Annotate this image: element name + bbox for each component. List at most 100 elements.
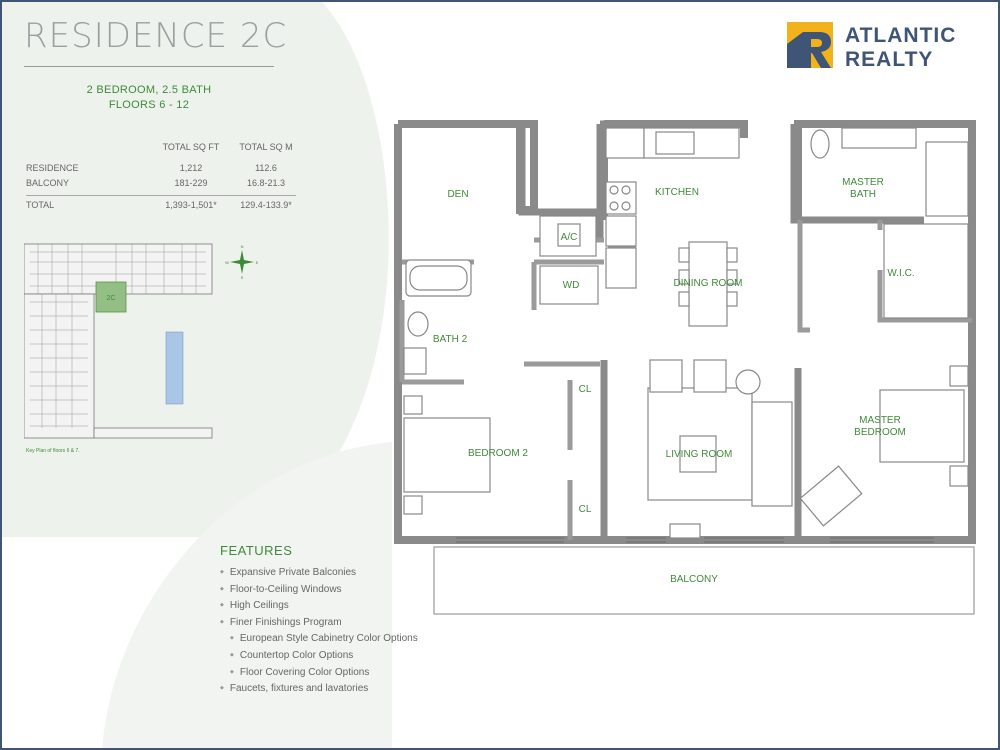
feature-item: Expansive Private Balconies (220, 564, 418, 581)
burner (621, 201, 631, 211)
compass-icon: N E S W (225, 244, 259, 280)
room-balcony: BALCONY (670, 574, 718, 585)
burner (609, 185, 619, 195)
balcony-outline (433, 546, 975, 615)
armchair (649, 359, 683, 393)
atlantic-realty-logo-icon (787, 22, 833, 68)
dining-chair (726, 291, 738, 307)
room-wd: WD (563, 280, 580, 291)
dining-chair (726, 247, 738, 263)
washer-dryer (539, 265, 599, 305)
sofa (751, 401, 793, 507)
header-total-sq-m: TOTAL SQ M (239, 142, 293, 152)
row-sqm: 112.6 (255, 163, 277, 173)
room-closet-top: CL (579, 384, 592, 395)
room-closet-bottom: CL (579, 504, 592, 515)
row-sqft: 1,212 (179, 163, 203, 173)
brand-name-line2: REALTY (845, 48, 934, 71)
row-label: RESIDENCE (26, 163, 79, 173)
feature-item: Faucets, fixtures and lavatories (220, 680, 418, 697)
nightstand (949, 365, 969, 387)
pool (165, 331, 184, 405)
dining-table (688, 241, 728, 327)
ac-unit (557, 223, 581, 247)
key-plan-caption: Key Plan of floors 6 & 7. (26, 448, 80, 454)
room-dining: DINING ROOM (674, 278, 743, 289)
features-list: Expansive Private Balconies Floor-to-Cei… (220, 564, 418, 697)
feature-sub-item: Countertop Color Options (220, 647, 418, 664)
row-sqft: 181-229 (174, 178, 208, 188)
features-title: FEATURES (220, 543, 293, 558)
burner (621, 185, 631, 195)
bed-bedroom2 (403, 417, 491, 493)
highlighted-unit (95, 281, 127, 313)
table-row-total: TOTAL 1,393-1,501* 129.4-133.9* (26, 200, 296, 215)
nightstand (949, 465, 969, 487)
burner (609, 201, 619, 211)
den-walls (398, 120, 604, 216)
feature-sub-item: Floor Covering Color Options (220, 664, 418, 681)
room-bath2: BATH 2 (433, 334, 468, 345)
floors-range: FLOORS 6 - 12 (108, 99, 190, 111)
dining-chair (726, 269, 738, 285)
bathtub-basin (409, 265, 468, 291)
key-plan-south-edge (93, 427, 213, 439)
counter-side (605, 215, 637, 247)
vanity-bath2 (403, 347, 427, 375)
row-sqm: 16.8-21.3 (246, 178, 286, 188)
armchair (693, 359, 727, 393)
compass-w: W (225, 260, 229, 265)
square-footage-table: TOTAL SQ FT TOTAL SQ M RESIDENCE 1,212 1… (26, 142, 296, 215)
dining-chair (678, 247, 690, 263)
row-label: TOTAL (26, 200, 55, 210)
key-plan-west-wing (24, 293, 95, 439)
column (669, 523, 701, 539)
brand-name-line1: ATLANTIC (845, 24, 957, 47)
compass-e: E (256, 260, 259, 265)
nightstand (403, 395, 423, 415)
toilet-master (810, 129, 830, 159)
room-bedroom2: BEDROOM 2 (468, 448, 528, 459)
cooktop (605, 181, 637, 215)
row-sqm: 129.4-133.9* (240, 200, 292, 210)
master-shower-icon (925, 141, 969, 217)
residence-title: RESIDENCE 2C (24, 16, 288, 56)
key-plan-map: 2C N E S W (24, 243, 259, 439)
coffee-table (679, 435, 717, 473)
side-table (735, 369, 761, 395)
row-label: BALCONY (26, 178, 70, 188)
table-row-residence: RESIDENCE 1,212 112.6 (26, 163, 296, 178)
lounge-chair (799, 465, 863, 527)
title-divider (24, 66, 274, 67)
room-den: DEN (447, 189, 468, 200)
table-row-balcony: BALCONY 181-229 16.8-21.3 (26, 178, 296, 193)
room-wic: W.I.C. (887, 268, 914, 279)
bed-master (879, 389, 965, 463)
highlighted-unit-label: 2C (107, 295, 116, 302)
toilet-bath2 (407, 311, 429, 337)
compass-s: S (241, 275, 244, 280)
room-living: LIVING ROOM (666, 449, 733, 460)
nightstand (403, 495, 423, 515)
feature-item: Floor-to-Ceiling Windows (220, 581, 418, 598)
compass-n: N (241, 244, 244, 249)
table-divider (26, 195, 296, 196)
feature-item: Finer Finishings Program (220, 614, 418, 631)
feature-sub-item: European Style Cabinetry Color Options (220, 630, 418, 647)
header-total-sq-ft: TOTAL SQ FT (162, 142, 220, 152)
refrigerator (605, 247, 637, 289)
table-header-row: TOTAL SQ FT TOTAL SQ M (26, 142, 296, 157)
room-ac: A/C (561, 232, 578, 243)
row-sqft: 1,393-1,501* (165, 200, 217, 210)
room-kitchen: KITCHEN (655, 187, 699, 198)
walk-in-closet (883, 223, 969, 319)
dining-chair (678, 291, 690, 307)
kitchen-sink-icon (655, 131, 695, 155)
dining-chair (678, 269, 690, 285)
bedroom-bath-count: 2 BEDROOM, 2.5 BATH (86, 84, 212, 96)
counter-left (605, 127, 645, 159)
